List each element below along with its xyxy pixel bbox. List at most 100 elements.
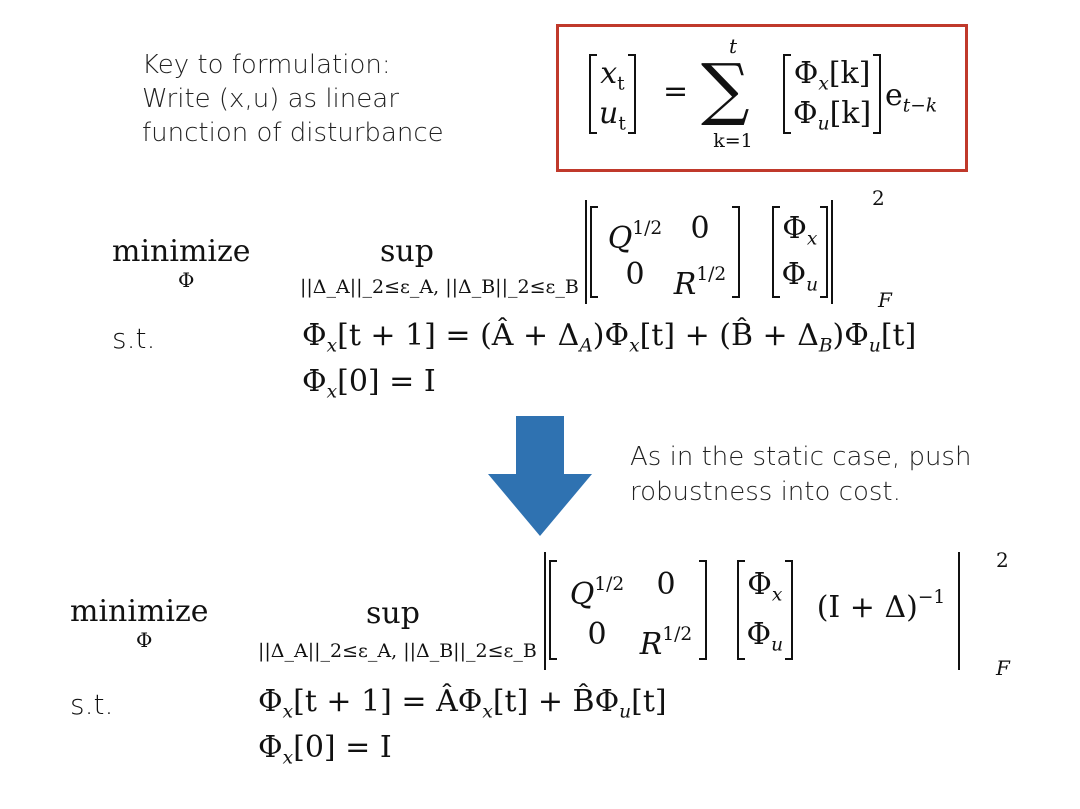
phi-u-sub-2: u — [771, 634, 784, 656]
c3-rest: [t + 1] = ÂΦ — [293, 684, 483, 719]
phi-x-2: Φ — [747, 567, 772, 602]
zero-entry-b: 0 — [625, 257, 645, 292]
sum-upper: t — [728, 34, 738, 58]
st-label-1: s.t. — [112, 322, 156, 355]
phi-stack-1: Φx Φu — [771, 206, 829, 298]
frobenius-2: F — [996, 656, 1010, 680]
c1-end-sub: u — [868, 335, 881, 357]
e-sub: t−k — [902, 95, 938, 117]
phi-x-1: Φ — [782, 211, 807, 246]
key-note-line3: function of disturbance — [142, 118, 444, 148]
cost-norm-1: Q1/2 0 0 R1/2 Φx Φu — [585, 200, 834, 310]
e-var: e — [885, 78, 903, 113]
minimize-label-1: minimize — [112, 234, 251, 269]
c1-sub: x — [326, 335, 338, 357]
c4-rest: [0] = I — [293, 730, 392, 765]
q-half: 1/2 — [632, 218, 663, 239]
minimize-under-2: Φ — [136, 628, 153, 652]
st-label-2: s.t. — [70, 688, 114, 721]
phi-x-sub-1: x — [806, 228, 818, 250]
zero-entry-d: 0 — [587, 617, 607, 652]
r-half: 1/2 — [696, 264, 727, 285]
key-note-line1: Key to formulation: — [142, 50, 391, 80]
caption-line2: robustness into cost. — [630, 477, 901, 507]
square-exp-2: 2 — [996, 548, 1009, 572]
c1-b: B — [818, 335, 833, 357]
caption: As in the static case, push robustness i… — [630, 440, 971, 510]
r-entry: R — [673, 266, 697, 302]
norm-bars-1: Q1/2 0 0 R1/2 Φx Φu — [585, 200, 834, 304]
weight-matrix-2: Q1/2 0 0 R1/2 — [549, 560, 707, 662]
phi-x-sub-2: x — [771, 584, 783, 606]
phi-u-sub-1: u — [806, 274, 819, 296]
key-note-line2: Write (x,u) as linear — [142, 82, 444, 116]
c1-mid: )Φ — [592, 318, 630, 353]
phi-x-sub: x — [818, 73, 829, 95]
down-arrow-icon — [488, 416, 592, 536]
q-half-2: 1/2 — [594, 574, 625, 595]
phi-u-arg: [k] — [829, 96, 872, 131]
sup-sub-1: ||Δ_A||_2≤ε_A, ||Δ_B||_2≤ε_B — [300, 276, 579, 298]
phi-x-arg: [k] — [828, 56, 871, 91]
sup-sub-2: ||Δ_A||_2≤ε_A, ||Δ_B||_2≤ε_B — [258, 640, 537, 662]
x-sub: t — [617, 73, 625, 95]
phi-u-sub: u — [817, 113, 830, 135]
square-exp-1: 2 — [872, 186, 885, 210]
phi-u-2: Φ — [746, 617, 772, 652]
c1-phi: Φ — [302, 318, 327, 353]
phi-u-1: Φ — [781, 257, 807, 292]
cost-norm-2: Q1/2 0 0 R1/2 Φx Φu (I + Δ)−1 — [544, 552, 961, 676]
c3-mid: [t] + B̂Φ — [492, 684, 620, 719]
c1-end: )Φ — [832, 318, 869, 353]
zero-entry-c: 0 — [656, 567, 676, 602]
arrow-shape — [488, 416, 592, 536]
c4-sub: x — [282, 747, 294, 769]
state-vector: xt ut — [589, 54, 636, 135]
c2-phi: Φ — [302, 364, 327, 399]
phi-x: Φ — [793, 56, 819, 91]
c3-phi: Φ — [258, 684, 283, 719]
q-entry-2: Q — [569, 576, 595, 612]
caption-line1: As in the static case, push — [630, 442, 972, 472]
u-sub: t — [618, 113, 626, 135]
minimize-under-1: Φ — [178, 268, 195, 292]
inverse-base: (I + Δ) — [816, 589, 918, 625]
constraint-2a: Φx[t + 1] = ÂΦx[t] + B̂Φu[t] — [258, 684, 667, 723]
c1-rest: [t + 1] = (Â + Δ — [337, 318, 580, 353]
key-note: Key to formulation: Write (x,u) as linea… — [142, 48, 444, 150]
sup-label-1: sup — [380, 234, 434, 269]
c1-a: A — [579, 335, 593, 357]
c3-tail: [t] — [631, 684, 667, 719]
sum-symbol: ∑ — [701, 50, 750, 129]
minimize-label-2: minimize — [70, 594, 209, 629]
x-var: x — [600, 56, 618, 91]
c1-mid2: [t] + (B̂ + Δ — [639, 318, 819, 353]
sup-label-2: sup — [366, 596, 420, 631]
norm-bars-2: Q1/2 0 0 R1/2 Φx Φu (I + Δ)−1 — [544, 552, 961, 670]
disturbance: et−k — [885, 78, 937, 117]
c1-mid-sub: x — [629, 335, 640, 357]
equals-sign: = — [663, 74, 689, 109]
c3-end-sub: u — [619, 701, 632, 723]
phi-stack-2: Φx Φu — [736, 560, 794, 660]
phi-u: Φ — [793, 96, 818, 131]
q-entry: Q — [607, 220, 633, 256]
weight-matrix-1: Q1/2 0 0 R1/2 — [590, 206, 740, 302]
highlight-box — [556, 24, 968, 172]
c2-sub: x — [326, 381, 338, 403]
constraint-1b: Φx[0] = I — [302, 364, 436, 403]
c3-sub: x — [282, 701, 294, 723]
r-half-2: 1/2 — [662, 624, 693, 645]
c3-mid-sub: x — [482, 701, 493, 723]
inverse-term: (I + Δ)−1 — [817, 587, 946, 625]
u-var: u — [599, 96, 619, 131]
phi-vector: Φx[k] Φu[k] — [783, 54, 882, 135]
inverse-exp: −1 — [917, 587, 946, 609]
boxed-equation: xt ut = t ∑ k=1 Φx[k] Φu[k] et−k — [585, 34, 955, 158]
key-note-line2-text: Write (x,u) as linear — [142, 84, 399, 114]
constraint-1a: Φx[t + 1] = (Â + ΔA)Φx[t] + (B̂ + ΔB)Φu[… — [302, 318, 916, 357]
c4-phi: Φ — [258, 730, 283, 765]
c1-tail: [t] — [880, 318, 917, 353]
sum-lower: k=1 — [713, 130, 753, 152]
frobenius-1: F — [878, 288, 892, 312]
